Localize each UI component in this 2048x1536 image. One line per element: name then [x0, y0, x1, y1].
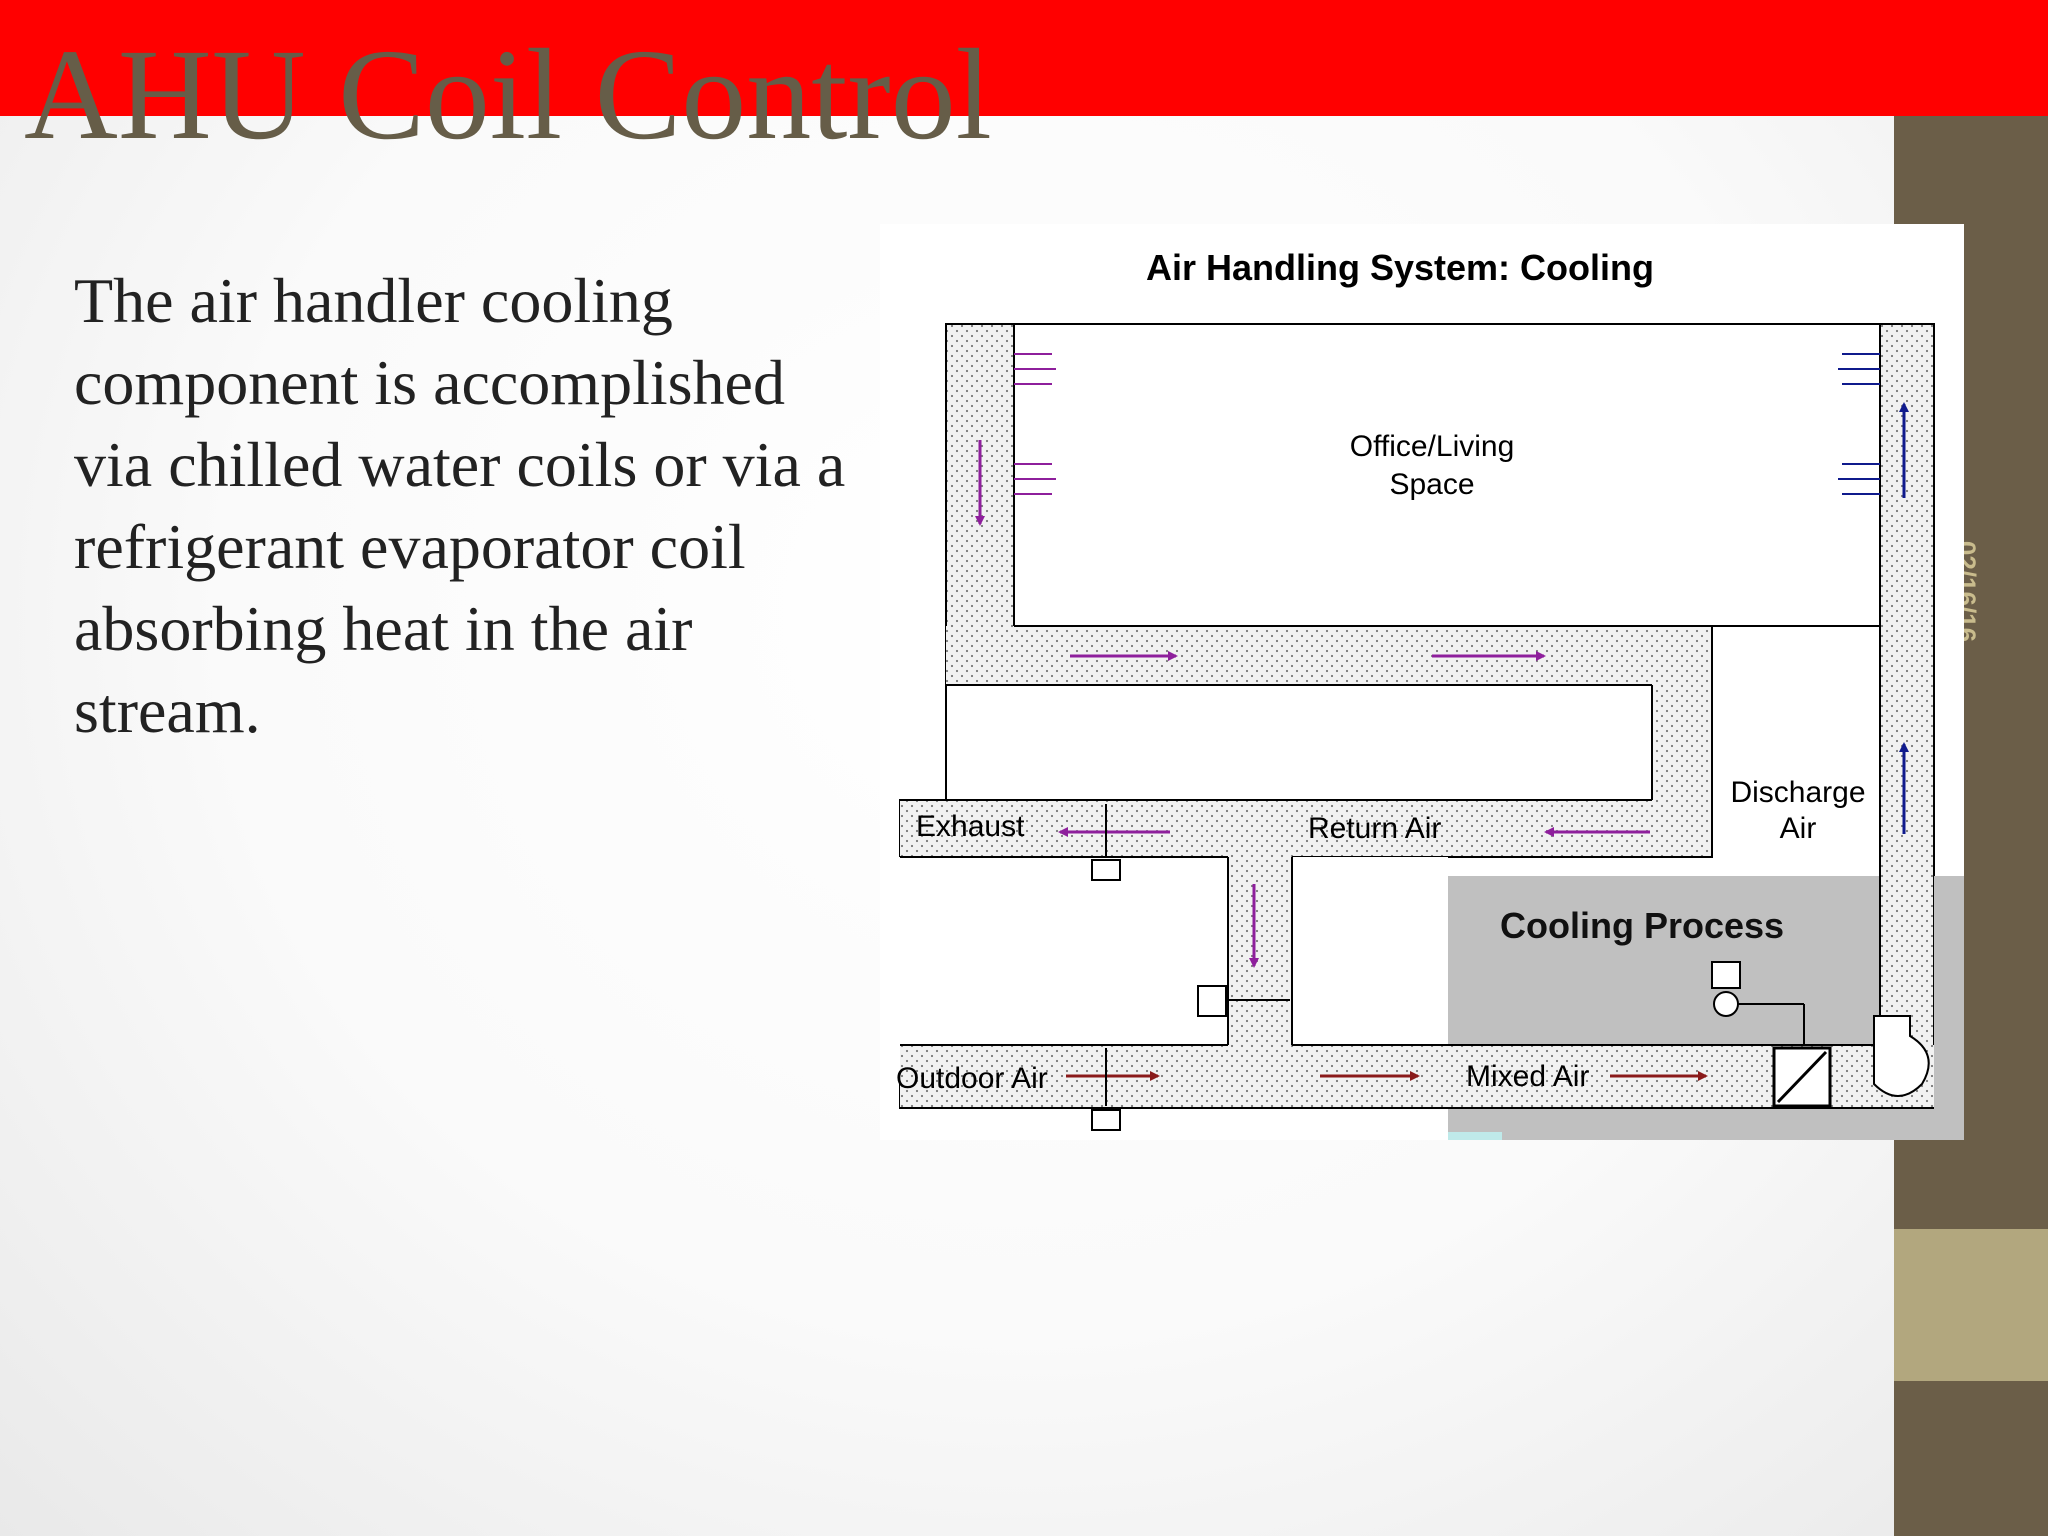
- discharge-label-line1: Discharge: [1730, 776, 1865, 809]
- exhaust-label: Exhaust: [916, 810, 1025, 843]
- return-air-label: Return Air: [1308, 812, 1441, 845]
- space-label-line2: Space: [1389, 468, 1474, 501]
- cooling-process-label: Cooling Process: [1500, 905, 1784, 946]
- title-bar-background: [0, 0, 2048, 116]
- cooling-coil-icon: [1772, 1046, 1832, 1108]
- air-handling-diagram: Air Handling System: Cooling Office/Livi…: [880, 224, 1964, 1140]
- office-space-room: [1013, 323, 1881, 627]
- discharge-label-line2: Air: [1780, 812, 1817, 845]
- supply-fan-icon: [1873, 1015, 1930, 1097]
- right-accent-band-light: [1894, 1229, 2048, 1381]
- return-flow-arrows: [975, 440, 1650, 968]
- space-label-line1: Office/Living: [1350, 430, 1515, 463]
- cooling-valve-icon: [1711, 961, 1805, 1045]
- outdoor-air-label: Outdoor Air: [896, 1062, 1048, 1095]
- dampers: [1091, 804, 1290, 1131]
- slide-body-text: The air handler cooling component is acc…: [74, 265, 846, 746]
- slide-title: AHU Coil Control: [24, 23, 992, 167]
- supply-diffusers: [1838, 353, 1880, 495]
- mixed-air-label: Mixed Air: [1466, 1060, 1589, 1093]
- return-grilles: [1014, 353, 1056, 495]
- diagram-title: Air Handling System: Cooling: [1146, 247, 1654, 288]
